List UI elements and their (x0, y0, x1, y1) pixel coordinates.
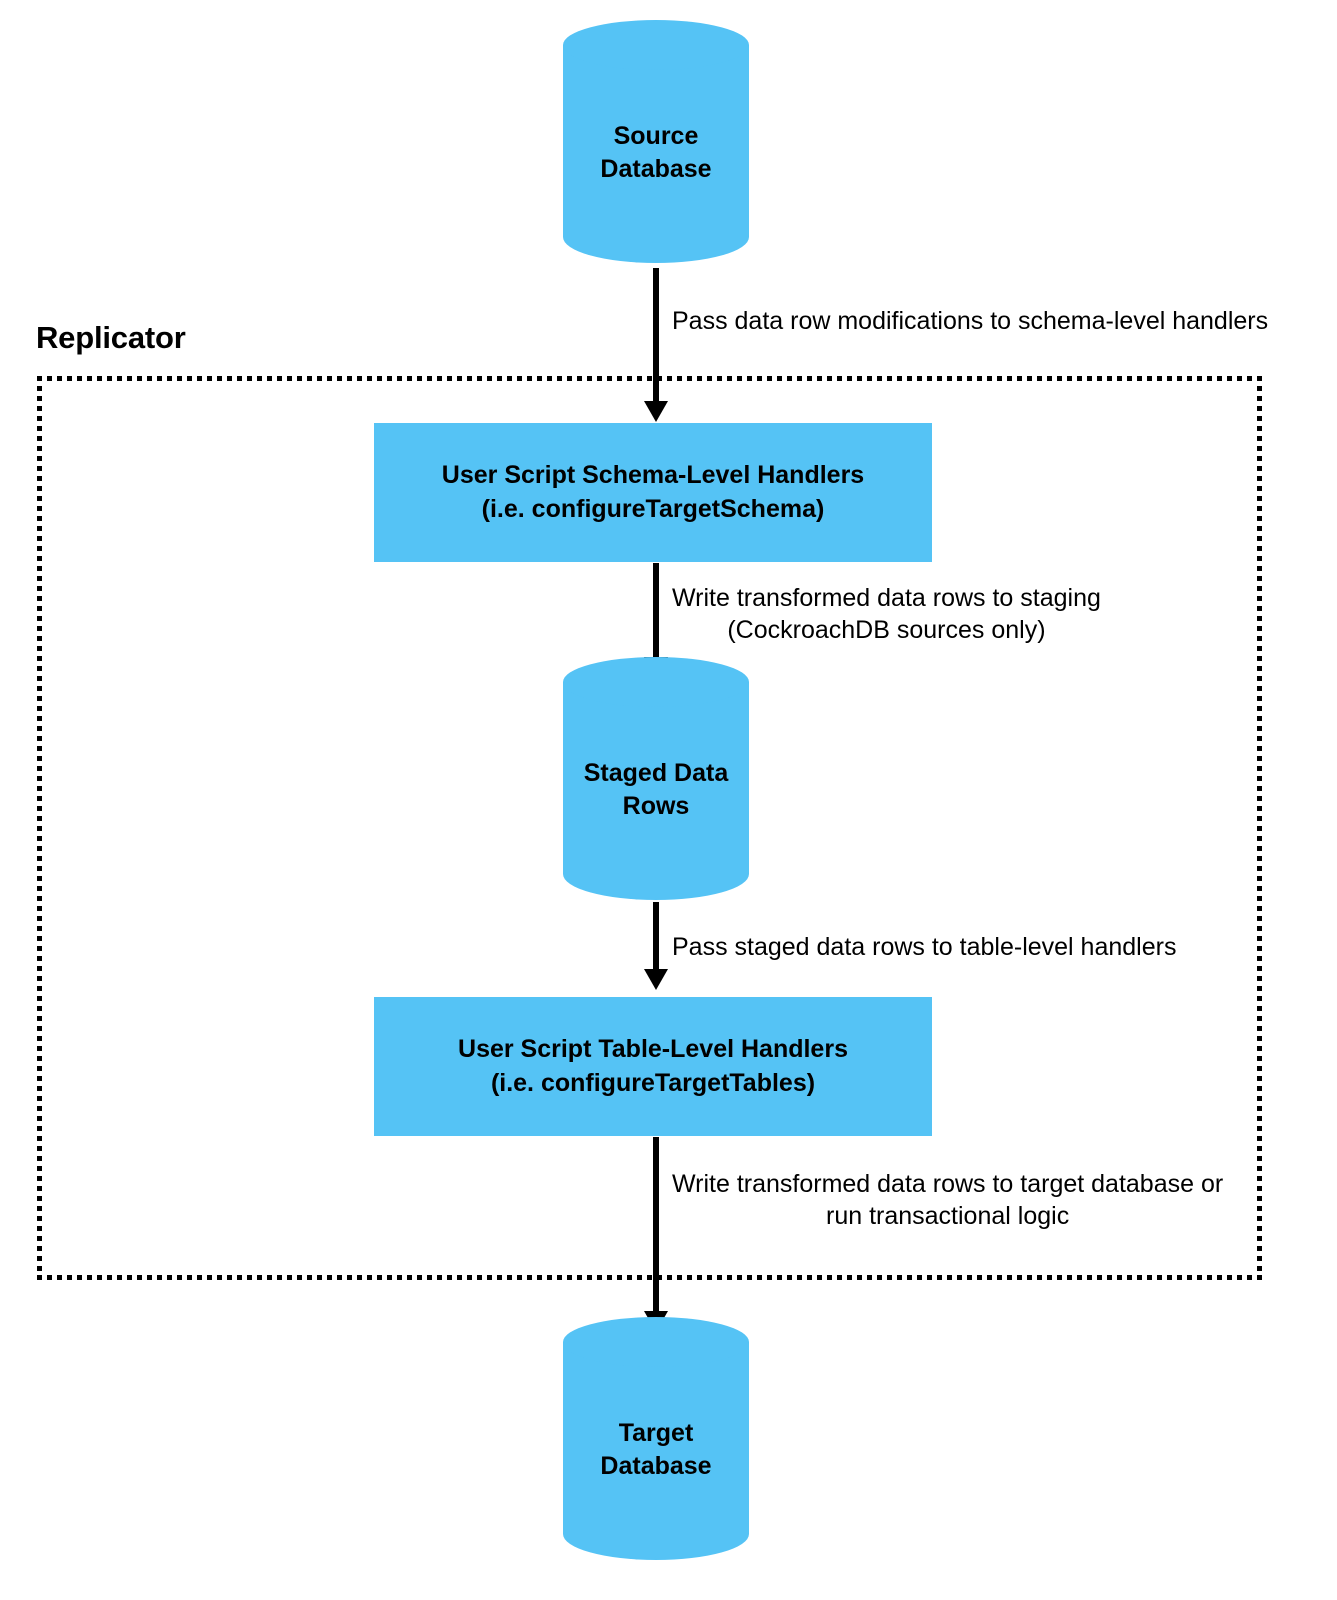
schema-level-handlers-label-line2: (i.e. configureTargetSchema) (481, 494, 825, 523)
edge-label-table-to-target-line1: Write transformed data rows to target da… (672, 1170, 1224, 1198)
source-database-cylinder-body (563, 45, 749, 263)
source-database-cylinder-top (563, 20, 749, 70)
edge-label-table-to-target-line2: run transactional logic (826, 1202, 1070, 1230)
table-level-handlers-label: User Script Table-Level Handlers (i.e. c… (458, 1033, 848, 1101)
table-level-handlers-label-line1: User Script Table-Level Handlers (458, 1034, 848, 1063)
edge-label-schema-handlers-to-staged-rows: Write transformed data rows to staging (… (672, 582, 1101, 646)
arrow-schema-handlers-to-staged-rows (653, 563, 659, 658)
replicator-boundary-box (37, 376, 1262, 1280)
boundary-edge-bottom (37, 1275, 1262, 1280)
node-table-level-handlers[interactable]: User Script Table-Level Handlers (i.e. c… (374, 997, 932, 1136)
table-level-handlers-label-line2: (i.e. configureTargetTables) (490, 1068, 816, 1097)
arrow-staged-rows-to-table-handlers (653, 902, 659, 970)
schema-level-handlers-label-line1: User Script Schema-Level Handlers (441, 460, 865, 489)
node-target-database[interactable]: Target Database (563, 1317, 749, 1560)
boundary-edge-top (37, 376, 1262, 381)
edge-label-schema-to-staged-line2: (CockroachDB sources only) (727, 616, 1046, 644)
node-schema-level-handlers[interactable]: User Script Schema-Level Handlers (i.e. … (374, 423, 932, 562)
node-staged-data-rows[interactable]: Staged Data Rows (563, 657, 749, 900)
replicator-boundary-label: Replicator (36, 320, 186, 355)
schema-level-handlers-label: User Script Schema-Level Handlers (i.e. … (442, 459, 864, 527)
edge-label-staged-to-table-line1: Pass staged data rows to table-level han… (672, 933, 1177, 961)
staged-data-rows-cylinder-body (563, 682, 749, 900)
boundary-edge-left (37, 376, 42, 1280)
arrow-source-to-schema-handlers (653, 268, 659, 402)
boundary-edge-right (1257, 376, 1262, 1280)
edge-label-table-handlers-to-target-database: Write transformed data rows to target da… (672, 1168, 1223, 1232)
edge-label-schema-to-staged-line1: Write transformed data rows to staging (672, 584, 1101, 612)
edge-label-staged-rows-to-table-handlers: Pass staged data rows to table-level han… (672, 931, 1176, 963)
edge-label-source-to-schema-line1: Pass data row modifications to schema-le… (672, 307, 1269, 335)
arrow-table-handlers-to-target-database (653, 1137, 659, 1312)
node-source-database[interactable]: Source Database (563, 20, 749, 263)
staged-data-rows-cylinder-top (563, 657, 749, 707)
edge-label-source-to-schema-handlers: Pass data row modifications to schema-le… (672, 305, 1268, 337)
target-database-cylinder-top (563, 1317, 749, 1367)
target-database-cylinder-body (563, 1342, 749, 1560)
